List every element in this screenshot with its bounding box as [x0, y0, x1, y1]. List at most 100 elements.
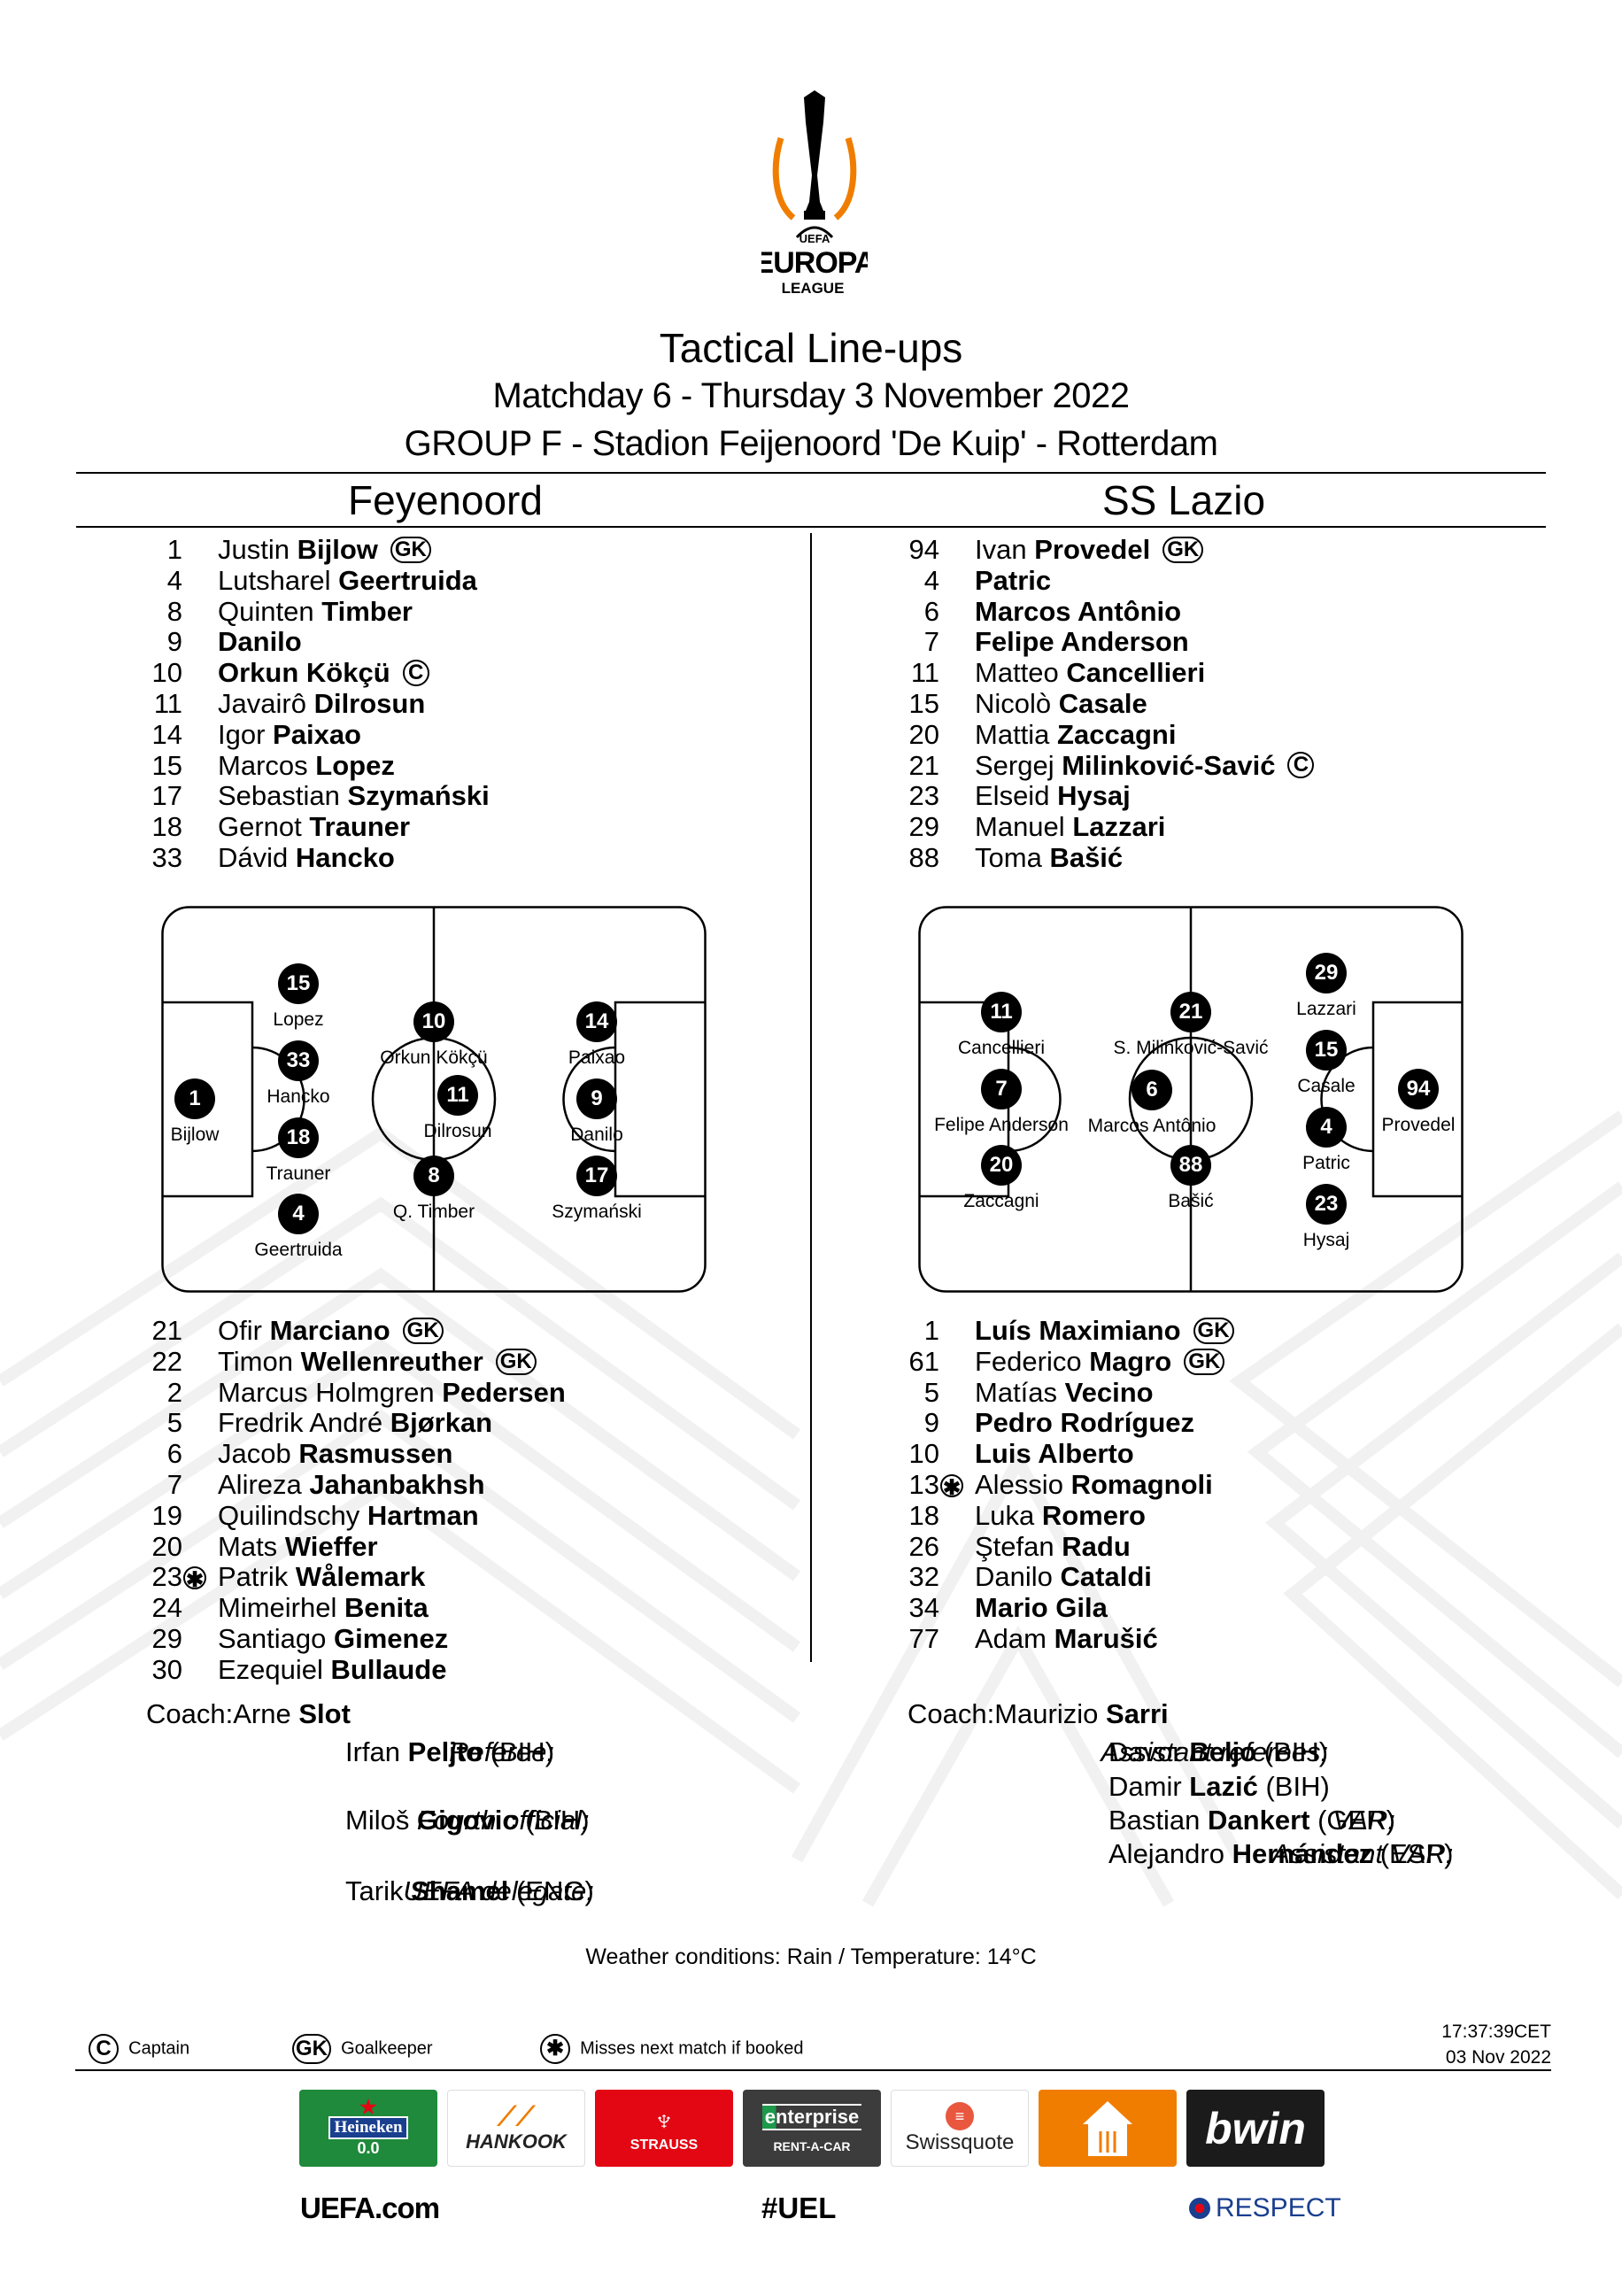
official-last-name: Dankert — [1208, 1805, 1310, 1836]
logo-europa-text: EUROPA — [761, 246, 868, 280]
player-name: Nicolò Casale — [975, 688, 1147, 720]
player-number: 15 — [908, 687, 939, 719]
legend-booking-text: Misses next match if booked — [580, 2038, 804, 2059]
official-country: (BIH) — [1265, 1771, 1330, 1802]
goalkeeper-icon: GK — [292, 2034, 331, 2064]
player-number: 32 — [908, 1561, 939, 1593]
player-first-name: Ofir — [218, 1315, 262, 1346]
player-last-name: Hartman — [367, 1499, 479, 1531]
player-last-name: Marušić — [1054, 1622, 1158, 1654]
player-number: 15 — [151, 749, 182, 781]
player-last-name: Danilo — [218, 626, 302, 658]
player-number: 5 — [923, 1376, 939, 1408]
player-first-name: Federico — [975, 1345, 1082, 1377]
player-number: 22 — [151, 1345, 182, 1377]
player-last-name: Magro — [1089, 1345, 1172, 1377]
player-number: 5 — [166, 1407, 182, 1439]
player-label: Hysaj — [1302, 1230, 1350, 1250]
player-first-name: Mats — [218, 1530, 278, 1562]
player-number: 23 — [151, 1561, 182, 1593]
player-last-name: Lopez — [315, 749, 395, 781]
logo-league-text: LEAGUE — [782, 280, 845, 297]
sponsor-enterprise[interactable]: enterprise RENT-A-CAR — [743, 2090, 881, 2167]
player-last-name: Jahanbakhsh — [309, 1468, 485, 1500]
player-name: Quilindschy Hartman — [218, 1499, 479, 1532]
column-divider — [810, 533, 812, 1662]
sponsor-takeaway[interactable] — [1039, 2090, 1177, 2167]
sponsor-strauss[interactable]: ♆ STRAUSS — [595, 2090, 733, 2167]
player-first-name: Adam — [975, 1622, 1047, 1654]
player-first-name: Jacob — [218, 1438, 291, 1470]
uefa-com-link[interactable]: UEFA.com — [300, 2192, 440, 2224]
player-label: Bašić — [1168, 1191, 1214, 1211]
player-first-name: Gernot — [218, 811, 302, 843]
player-first-name: Dávid — [218, 841, 289, 873]
player-first-name: Quinten — [218, 595, 314, 627]
player-last-name: Milinković-Savić — [1062, 749, 1276, 781]
official-country: (BIH) — [1263, 1736, 1329, 1767]
player-last-name: Timber — [321, 595, 413, 627]
player-number-marker: 6 — [1132, 1070, 1172, 1110]
player-number-marker: 11 — [981, 992, 1022, 1032]
player-number: 29 — [151, 1622, 182, 1654]
assistant-referee-1: Assistant referees:Davor Beljo (BIH) — [1101, 1736, 1329, 1768]
assistant-var-label: Assistant VAR: — [1271, 1838, 1454, 1869]
player-number: 94 — [908, 534, 939, 565]
player-number-marker: 15 — [1306, 1030, 1347, 1071]
player-label: Casale — [1297, 1076, 1356, 1096]
player-label: Zaccagni — [963, 1191, 1039, 1211]
player-first-name: Toma — [975, 841, 1042, 873]
player-label: Provedel — [1381, 1115, 1456, 1135]
sponsor-heineken[interactable]: ★ Heineken 0.0 — [299, 2090, 437, 2167]
player-name: Sebastian Szymański — [218, 780, 490, 812]
sponsor-bwin[interactable]: bwin — [1186, 2090, 1325, 2167]
official-last-name: Shamel — [411, 1875, 509, 1906]
player-name: Quinten Timber — [218, 595, 413, 628]
player-number-marker: 9 — [576, 1078, 617, 1119]
player-name: Marcus Holmgren Pedersen — [218, 1377, 566, 1409]
official-last-name: Lazić — [1189, 1771, 1258, 1802]
timestamp-time: 17:37:39CET — [1441, 2022, 1551, 2042]
official-first-name: Bastian — [1108, 1805, 1201, 1836]
player-label: Trauner — [266, 1163, 331, 1184]
venue-info: GROUP F - Stadion Feijenoord 'De Kuip' -… — [404, 424, 1218, 463]
player-number-marker: 33 — [278, 1040, 319, 1081]
player-first-name: Manuel — [975, 811, 1065, 843]
player-name: Patrik Wålemark — [218, 1561, 425, 1593]
player-number: 34 — [908, 1592, 939, 1624]
player-last-name: Hysaj — [1057, 780, 1131, 812]
official-last-name: Gigovic — [416, 1805, 518, 1836]
player-number: 19 — [151, 1499, 182, 1531]
player-name: Luis Alberto — [975, 1438, 1134, 1470]
sponsor-name: bwin — [1205, 2103, 1306, 2153]
player-number: 10 — [151, 657, 182, 689]
player-number: 11 — [910, 657, 939, 689]
player-name: Jacob Rasmussen — [218, 1438, 453, 1470]
coach-last-name: Slot — [298, 1698, 351, 1729]
player-last-name: Rasmussen — [298, 1438, 453, 1470]
sponsor-swissquote[interactable]: ≡ Swissquote — [891, 2090, 1029, 2167]
player-first-name: Santiago — [218, 1622, 327, 1654]
player-first-name: Timon — [218, 1345, 293, 1377]
official-last-name: Hernández — [1232, 1838, 1373, 1869]
player-number-marker: 29 — [1306, 953, 1347, 993]
legend-captain: C Captain — [89, 2034, 189, 2064]
asterisk-icon: ✱ — [940, 1473, 963, 1500]
player-last-name: Cancellieri — [1066, 657, 1206, 689]
sponsor-hankook[interactable]: ⟋⟋ HANKOOK — [447, 2090, 585, 2167]
sponsor-name: Heineken — [328, 2116, 408, 2139]
fourth-official-label: Fourth official: — [416, 1805, 590, 1836]
player-number-marker: 23 — [1306, 1184, 1347, 1225]
fourth-official: Fourth official:Miloš Gigovic (BIH) — [345, 1805, 590, 1836]
player-number: 29 — [908, 811, 939, 843]
player-first-name: Ştefan — [975, 1530, 1054, 1562]
player-label: Patric — [1302, 1153, 1350, 1173]
player-first-name: Justin — [218, 534, 290, 565]
player-number: 8 — [166, 595, 182, 627]
player-name: Matías Vecino — [975, 1377, 1154, 1409]
player-last-name: Felipe Anderson — [975, 626, 1189, 658]
player-number: 9 — [166, 626, 182, 658]
sponsor-name: enterprise — [761, 2103, 862, 2130]
var-official: VAR:Bastian Dankert (GER) — [1108, 1805, 1395, 1836]
